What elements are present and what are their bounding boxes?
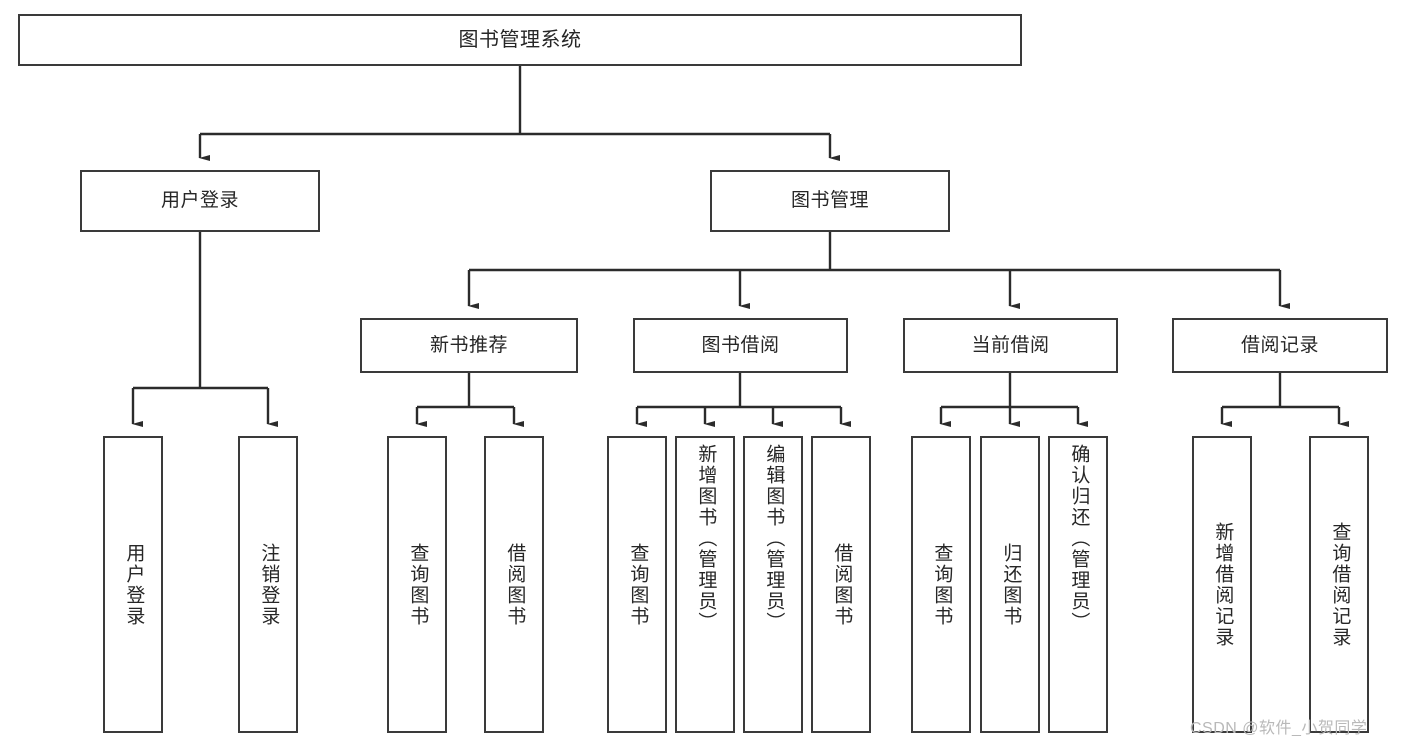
leaf-query-book-borrow[interactable]: 查询图书 — [607, 436, 667, 733]
node-label: 注销登录 — [258, 542, 280, 627]
node-label: 用户登录 — [160, 190, 239, 212]
node-label: 确认归还（管理员） — [1068, 444, 1090, 633]
leaf-add-book[interactable]: 新增图书（管理员） — [675, 436, 735, 733]
node-label: 查询借阅记录 — [1329, 521, 1351, 648]
leaf-query-borrow-record[interactable]: 查询借阅记录 — [1309, 436, 1369, 733]
node-label: 查询图书 — [627, 542, 649, 627]
node-label: 查询图书 — [407, 542, 429, 627]
node-label: 新增图书（管理员） — [695, 444, 717, 633]
node-book-management[interactable]: 图书管理 — [710, 170, 950, 232]
node-new-book-recommend[interactable]: 新书推荐 — [360, 318, 578, 373]
leaf-borrow-book-borrow[interactable]: 借阅图书 — [811, 436, 871, 733]
leaf-query-book-current[interactable]: 查询图书 — [911, 436, 971, 733]
leaf-query-book-recommend[interactable]: 查询图书 — [387, 436, 447, 733]
leaf-confirm-return[interactable]: 确认归还（管理员） — [1048, 436, 1108, 733]
leaf-user-login[interactable]: 用户登录 — [103, 436, 163, 733]
leaf-add-borrow-record[interactable]: 新增借阅记录 — [1192, 436, 1252, 733]
node-label: 图书管理 — [790, 190, 869, 212]
node-current-borrow[interactable]: 当前借阅 — [903, 318, 1118, 373]
node-label: 图书借阅 — [701, 334, 780, 356]
leaf-return-book[interactable]: 归还图书 — [980, 436, 1040, 733]
node-root-book-management-system[interactable]: 图书管理系统 — [18, 14, 1022, 66]
node-label: 用户登录 — [123, 542, 145, 627]
leaf-logout-login[interactable]: 注销登录 — [238, 436, 298, 733]
node-label: 借阅图书 — [831, 542, 853, 627]
node-borrow-record[interactable]: 借阅记录 — [1172, 318, 1388, 373]
node-label: 归还图书 — [1000, 542, 1022, 627]
node-label: 借阅图书 — [504, 542, 526, 627]
leaf-borrow-book-recommend[interactable]: 借阅图书 — [484, 436, 544, 733]
node-label: 查询图书 — [931, 542, 953, 627]
node-label: 当前借阅 — [971, 334, 1050, 356]
node-user-login[interactable]: 用户登录 — [80, 170, 320, 232]
node-label: 新增借阅记录 — [1212, 521, 1234, 648]
node-label: 编辑图书（管理员） — [763, 444, 785, 633]
node-book-borrow[interactable]: 图书借阅 — [633, 318, 848, 373]
node-label: 借阅记录 — [1240, 334, 1319, 356]
leaf-edit-book[interactable]: 编辑图书（管理员） — [743, 436, 803, 733]
node-label: 图书管理系统 — [458, 28, 582, 51]
node-label: 新书推荐 — [429, 334, 508, 356]
